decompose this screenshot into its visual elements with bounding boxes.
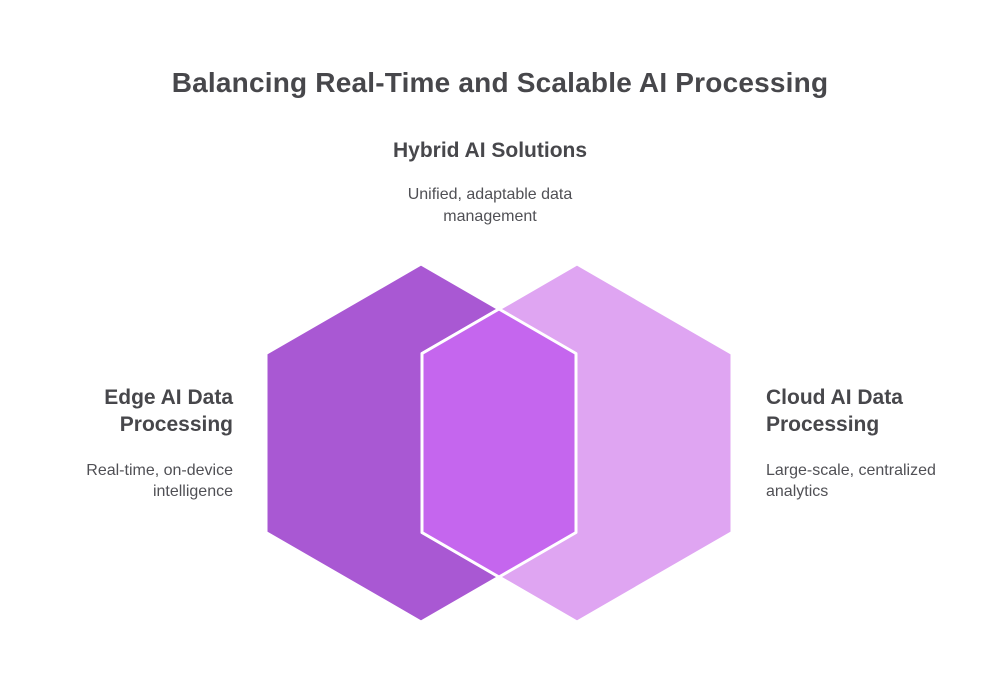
diagram-title: Balancing Real-Time and Scalable AI Proc… [171,67,829,98]
overlap-hexagon [420,307,578,579]
hybrid-label-title: Hybrid AI Solutions [392,139,588,162]
cloud-label-title: Cloud AI Data Processing [766,386,903,436]
hybrid-label-description: Unified, adaptable data management [407,186,573,225]
edge-label-title: Edge AI Data Processing [104,386,233,436]
cloud-label-description: Large-scale, centralized analytics [766,462,936,500]
edge-label-description: Real-time, on-device intelligence [86,462,233,500]
